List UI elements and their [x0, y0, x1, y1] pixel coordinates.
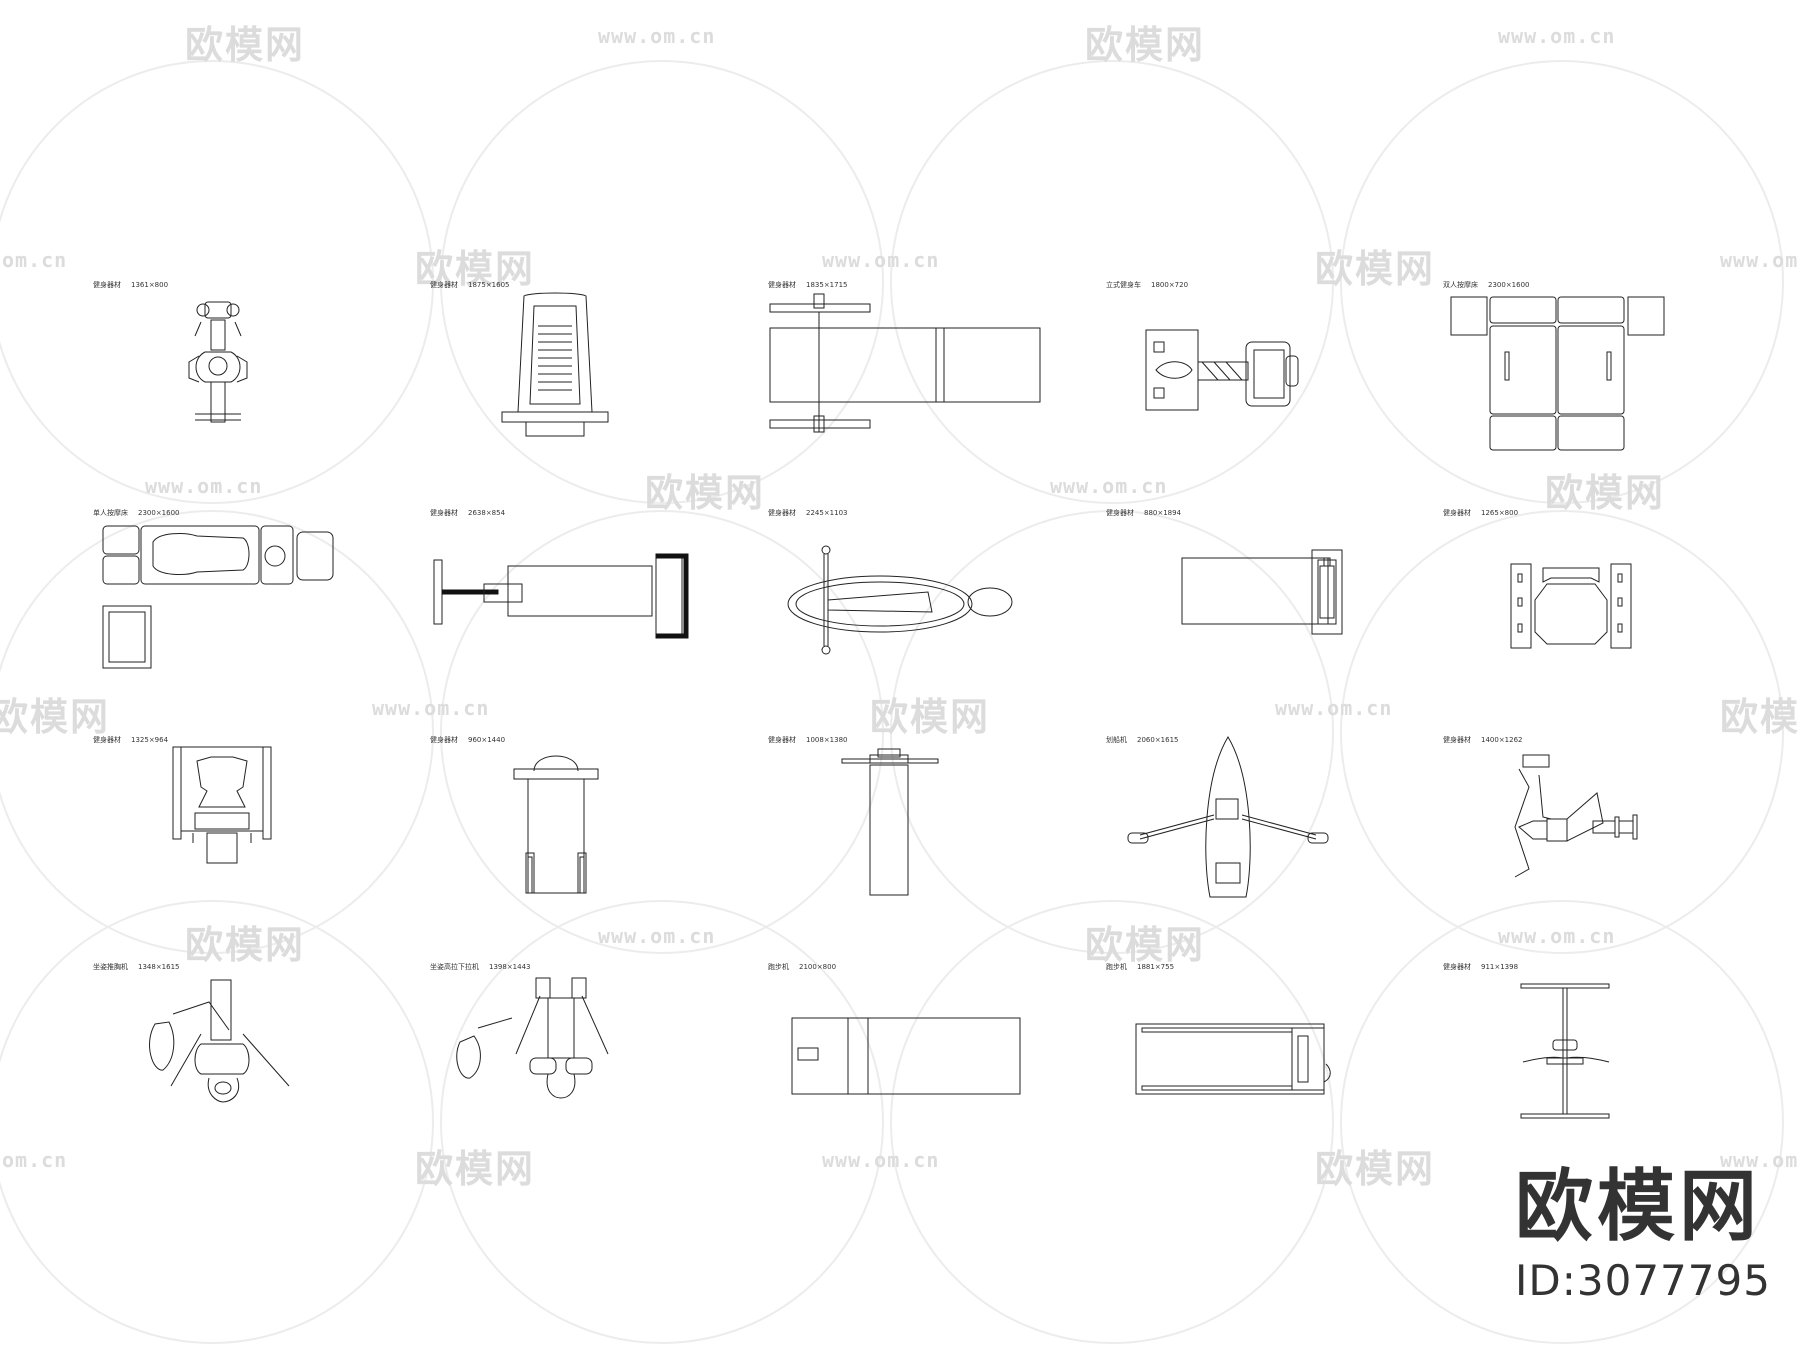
- watermark-url: www.om.cn: [1720, 248, 1800, 272]
- leg-extension-plan: [1514, 754, 1638, 878]
- seated-machine-plan: [513, 755, 599, 894]
- watermark-url: www.om.cn: [145, 474, 263, 498]
- watermark-url: www.om.cn: [1498, 924, 1616, 948]
- exercise-bike-plan: [188, 301, 248, 423]
- stepper-plan: [1181, 549, 1343, 635]
- watermark-url: www.om.cn: [1498, 24, 1616, 48]
- watermark-logo: 欧模网: [1085, 923, 1206, 967]
- watermark-logo: 欧模网: [185, 23, 306, 67]
- watermark-url: www.om.cn: [1275, 696, 1393, 720]
- chest-machine-plan: [172, 746, 272, 864]
- watermark-logo: 欧模网: [1315, 1147, 1436, 1191]
- watermark-url: www.om.cn: [822, 248, 940, 272]
- watermark-url: om.cn: [2, 248, 68, 272]
- watermark-url: om.cn: [2, 1148, 68, 1172]
- watermark-url: www.om.cn: [598, 24, 716, 48]
- watermark-url: www.om.cn: [598, 924, 716, 948]
- watermark-logo: 欧模网: [1720, 695, 1800, 739]
- lat-pulldown-plan: [456, 977, 609, 1099]
- rowing-machine-plan: [1127, 736, 1329, 898]
- watermark-url: www.om.cn: [822, 1148, 940, 1172]
- watermark-url: www.om.cn: [1050, 474, 1168, 498]
- brand-name: 欧模网: [1515, 1162, 1762, 1252]
- brand-block: 欧模网 ID:3077795: [1515, 1168, 1771, 1305]
- watermark-logo: 欧模网: [415, 1147, 536, 1191]
- watermark-logo: 欧模网: [185, 923, 306, 967]
- brand-id: ID:3077795: [1515, 1256, 1771, 1305]
- treadmill-plan: [791, 1017, 1021, 1095]
- leg-press-plan: [501, 292, 609, 437]
- weight-bench-plan: [769, 293, 1041, 433]
- watermark-logo: 欧模网: [0, 695, 111, 739]
- treadmill-plan: [1135, 1023, 1331, 1095]
- multi-station-plan: [433, 553, 689, 639]
- abdominal-station-plan: [1510, 563, 1632, 649]
- single-massage-bed-plan: [102, 525, 334, 669]
- dip-station-plan: [1520, 983, 1610, 1119]
- watermark-logo: 欧模网: [1085, 23, 1206, 67]
- watermark-url: www.om.cn: [372, 696, 490, 720]
- upright-bike-plan: [1145, 329, 1299, 411]
- elliptical-trainer-plan: [787, 545, 1013, 655]
- double-massage-bed-plan: [1450, 296, 1665, 451]
- chest-press-plan: [149, 979, 290, 1103]
- standing-machine-plan: [841, 748, 939, 896]
- watermark-logo: 欧模网: [870, 695, 991, 739]
